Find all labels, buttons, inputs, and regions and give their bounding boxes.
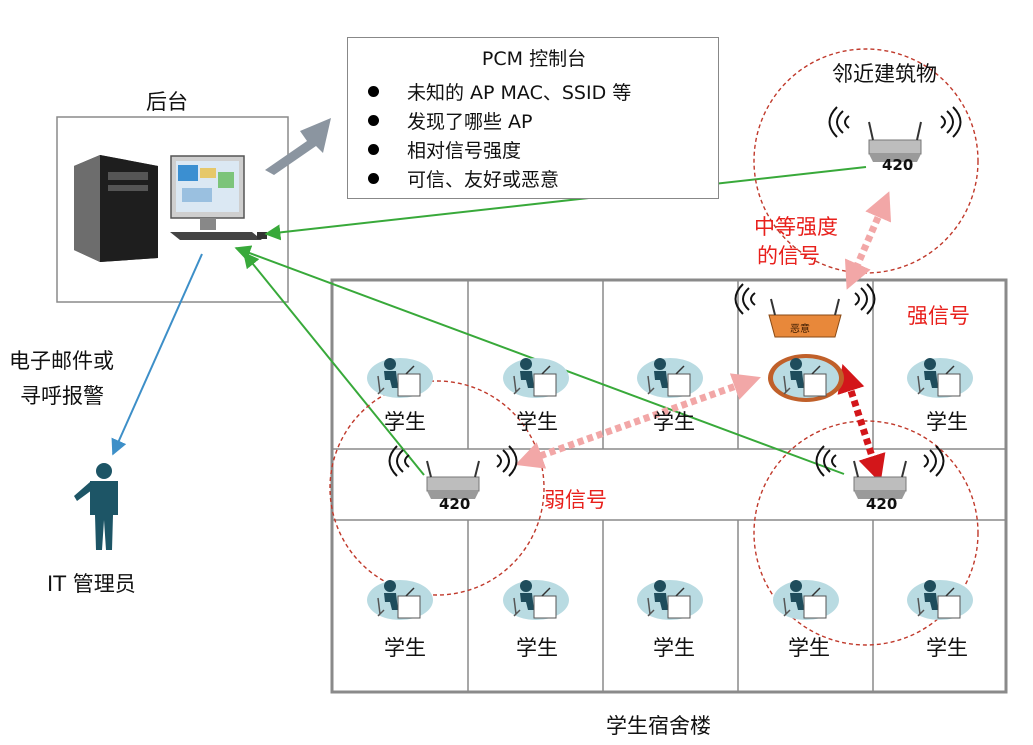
it-admin-person-icon: [74, 463, 118, 550]
to-console-arrow: [265, 118, 331, 175]
student-label: 学生: [926, 410, 968, 434]
bullet-icon: [368, 144, 379, 155]
weak-signal-label: 弱信号: [544, 488, 607, 512]
console-item: 发现了哪些 AP: [368, 107, 533, 134]
it-admin-label: IT 管理员: [47, 572, 136, 596]
backend-label: 后台: [146, 90, 188, 114]
alert-label-line1: 电子邮件或: [9, 349, 114, 373]
console-item-text: 相对信号强度: [407, 140, 522, 162]
student-label: 学生: [788, 636, 830, 660]
console-item: 可信、友好或恶意: [368, 165, 559, 192]
student-label: 学生: [516, 636, 558, 660]
monitor-icon: [170, 155, 267, 240]
bullet-icon: [368, 173, 379, 184]
alert-label-line2: 寻呼报警: [20, 384, 104, 408]
medium-signal-arrow: [844, 191, 892, 290]
server-icon: [74, 155, 158, 262]
pcm-console-box: PCM 控制台 未知的 AP MAC、SSID 等 发现了哪些 AP 相对信号强…: [347, 37, 719, 199]
strong-signal-arrow: [837, 364, 886, 483]
console-item-text: 发现了哪些 AP: [407, 111, 533, 133]
alert-link: [111, 253, 203, 456]
pcm-console-title: PCM 控制台: [481, 48, 587, 70]
access-point-nearby: [828, 106, 962, 162]
ap-model-label: 420: [866, 495, 898, 513]
ap-model-label: 420: [882, 156, 914, 174]
rogue-ap-label: 恶意: [790, 324, 810, 335]
medium-signal-label-line2: 的信号: [757, 244, 820, 268]
console-item: 未知的 AP MAC、SSID 等: [368, 78, 631, 105]
console-item-text: 未知的 AP MAC、SSID 等: [407, 82, 632, 104]
student-label: 学生: [653, 636, 695, 660]
nearby-building-label: 邻近建筑物: [832, 62, 937, 86]
student-label: 学生: [516, 410, 558, 434]
ap-model-label: 420: [439, 495, 471, 513]
access-point-right: [815, 445, 945, 499]
student-label: 学生: [384, 636, 426, 660]
student-icons: [366, 354, 974, 621]
student-label: 学生: [926, 636, 968, 660]
console-item-text: 可信、友好或恶意: [407, 169, 560, 191]
medium-signal-label-line1: 中等强度: [754, 215, 838, 239]
student-label: 学生: [384, 410, 426, 434]
student-label: 学生: [653, 410, 695, 434]
bullet-icon: [368, 115, 379, 126]
weak-signal-arrow: [515, 373, 761, 469]
strong-signal-label: 强信号: [907, 304, 970, 328]
access-point-left: [388, 445, 518, 499]
dorm-building-label: 学生宿舍楼: [606, 714, 711, 738]
bullet-icon: [368, 86, 379, 97]
console-item: 相对信号强度: [368, 136, 521, 163]
rogue-access-point: [734, 283, 876, 338]
